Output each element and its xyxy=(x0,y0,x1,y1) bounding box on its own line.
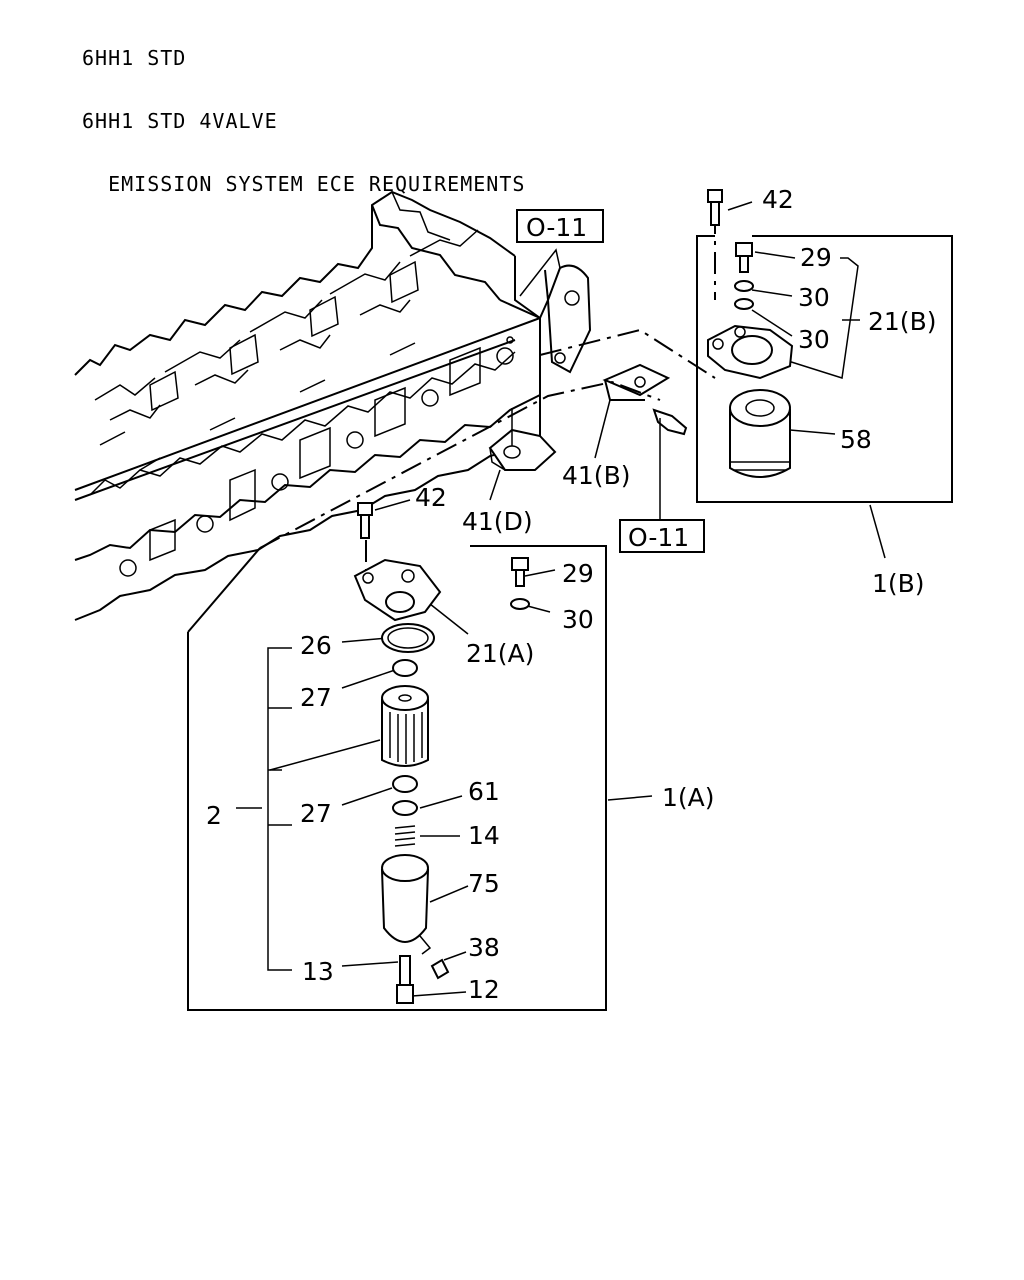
seal-27-top xyxy=(392,659,418,677)
label-30-mid: 30 xyxy=(562,605,594,634)
washer-30-mid xyxy=(510,598,530,610)
label-29-mid: 29 xyxy=(562,559,594,588)
label-58: 58 xyxy=(840,425,872,454)
label-38: 38 xyxy=(468,933,500,962)
label-42-mid: 42 xyxy=(415,483,447,512)
label-14: 14 xyxy=(468,821,500,850)
header-line-2: 6HH1 STD 4VALVE xyxy=(82,109,278,133)
drain-13-12-drawing xyxy=(396,955,414,1004)
label-29-top: 29 xyxy=(800,243,832,272)
label-12: 12 xyxy=(468,975,500,1004)
label-30-top-b: 30 xyxy=(798,325,830,354)
label-41b: 41(B) xyxy=(562,461,630,490)
filter-head-21b-drawing xyxy=(707,324,794,380)
ref-box-mid: O-11 xyxy=(619,519,705,553)
label-1b: 1(B) xyxy=(872,569,925,598)
assembly-box-1b xyxy=(696,212,953,503)
diagram-header: 6HH1 STD 6HH1 STD 4VALVE EMISSION SYSTEM… xyxy=(82,6,525,216)
bolt-42-top-drawing xyxy=(707,189,723,226)
washer-30-top-a xyxy=(734,280,754,292)
bolt-29-mid-drawing xyxy=(511,557,529,587)
washer-30-top-b xyxy=(734,298,754,310)
ref-top-text: O-11 xyxy=(526,213,587,242)
label-1a: 1(A) xyxy=(662,783,715,812)
bolt-29-top-drawing xyxy=(735,242,753,273)
engine-block-drawing xyxy=(74,190,550,621)
label-27-b: 27 xyxy=(300,799,332,828)
label-21b: 21(B) xyxy=(868,307,936,336)
header-line-1: 6HH1 STD xyxy=(82,46,187,70)
ref-box-top: O-11 xyxy=(516,209,604,243)
leader-lines xyxy=(236,201,886,997)
mounting-bracket-drawing xyxy=(259,328,716,549)
bowl-75-drawing xyxy=(380,854,432,955)
spin-on-filter-58-drawing xyxy=(729,389,791,478)
label-26: 26 xyxy=(300,631,332,660)
label-21a: 21(A) xyxy=(466,639,534,668)
filter-element-drawing xyxy=(381,685,429,767)
label-27-a: 27 xyxy=(300,683,332,712)
seal-27-bottom xyxy=(392,775,418,793)
filter-head-21a-drawing xyxy=(353,558,442,622)
label-75: 75 xyxy=(468,869,500,898)
ring-61 xyxy=(392,800,418,816)
header-line-3: EMISSION SYSTEM ECE REQUIREMENTS xyxy=(82,172,526,196)
bolt-42-mid-drawing xyxy=(357,502,373,539)
label-61: 61 xyxy=(468,777,500,806)
plug-38-drawing xyxy=(430,958,450,980)
label-2: 2 xyxy=(206,801,222,830)
ref-mid-text: O-11 xyxy=(628,523,689,552)
o-ring-26-drawing xyxy=(381,623,435,653)
label-13: 13 xyxy=(302,957,334,986)
label-30-top-a: 30 xyxy=(798,283,830,312)
label-41d: 41(D) xyxy=(462,507,533,536)
callout-labels: 42 29 30 30 21(B) 58 41(B) 41(D) 1(B) 42… xyxy=(206,185,936,1004)
spring-14-drawing xyxy=(394,825,416,847)
label-42-top: 42 xyxy=(762,185,794,214)
